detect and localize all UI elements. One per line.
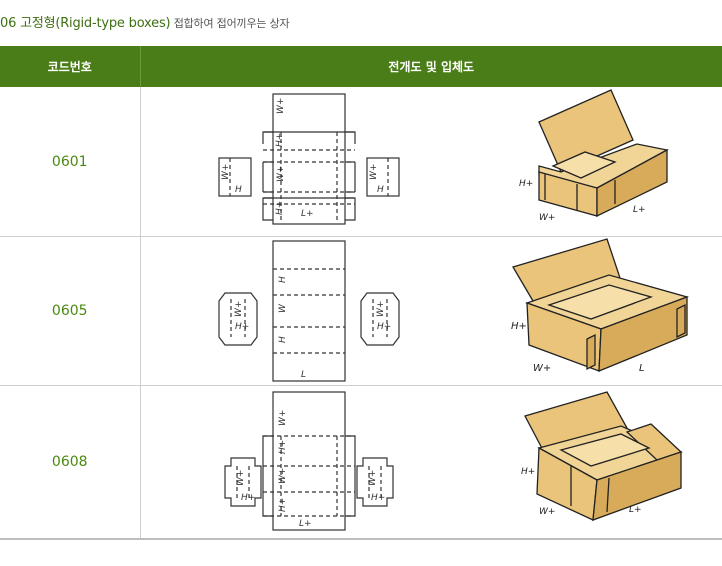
flat-labels: W+ H+ W+ H+ L+ W+ H+ W+ H+: [236, 410, 385, 529]
code-cell: 0601: [0, 87, 141, 237]
code-cell: 0608: [0, 385, 141, 540]
box-3d-labels: H+ W+ L+: [521, 467, 642, 517]
section-title-main: 06 고정형(Rigid-type boxes): [0, 16, 171, 31]
label-l: L+: [301, 209, 314, 219]
flat-layout: [223, 391, 394, 531]
label-h: H+: [511, 321, 527, 332]
flat-layout: [217, 92, 400, 225]
box-diagram-0605: H W H L W+ H+ W+ H+: [217, 238, 689, 382]
label-w: W+: [369, 163, 379, 179]
label-h: H+: [275, 200, 285, 214]
label-w: W+: [368, 470, 378, 486]
box-diagram-0608: W+ H+ W+ H+ L+ W+ H+ W+ H+: [223, 391, 683, 531]
label-w-short: W: [278, 303, 288, 313]
box-3d: [537, 88, 669, 217]
label-w: W+: [236, 470, 246, 486]
label-h: H+: [521, 467, 535, 477]
label-h: H+: [278, 440, 288, 454]
box-type-table: 코드번호 전개도 및 입체도 0601: [0, 46, 722, 540]
label-h: H+: [519, 179, 533, 189]
label-w: W+: [278, 410, 288, 426]
flat-labels: H W H L W+ H+ W+ H+: [234, 276, 391, 380]
label-h: H+: [241, 493, 255, 503]
label-l: L+: [629, 505, 642, 515]
label-h: H+: [377, 322, 391, 332]
label-w: W+: [539, 507, 555, 517]
label-l-short: L: [301, 370, 306, 380]
label-w: W+: [276, 165, 286, 181]
diagram-cell: W+ H+ W+ H+ L+ W+ H W+ H: [140, 87, 722, 237]
label-l: L+: [633, 205, 646, 215]
label-h-short: H: [235, 185, 242, 195]
label-w: W+: [221, 163, 231, 179]
flat-layout: [217, 240, 400, 382]
label-l-short: L: [639, 363, 645, 374]
diagram-cell: H W H L W+ H+ W+ H+: [140, 236, 722, 386]
header-diagram: 전개도 및 입체도: [140, 46, 722, 87]
box-3d-labels: H+ W+ L+: [519, 179, 646, 223]
label-w: W+: [234, 301, 244, 317]
label-w: W+: [539, 213, 555, 223]
label-h: H+: [371, 493, 385, 503]
code-cell: 0605: [0, 236, 141, 386]
section-title-suffix: 접합하여 접어끼우는 상자: [170, 17, 290, 30]
flat-labels: W+ H+ W+ H+ L+ W+ H W+ H: [221, 97, 384, 218]
header-code: 코드번호: [0, 46, 141, 87]
box-diagram-0601: W+ H+ W+ H+ L+ W+ H W+ H: [217, 88, 669, 225]
box-3d-labels: H+ W+ L: [511, 321, 645, 374]
section-title: 06 고정형(Rigid-type boxes) 접합하여 접어끼우는 상자: [0, 12, 290, 31]
table-row: 0608: [0, 385, 722, 540]
label-w: W+: [376, 301, 386, 317]
label-h: H+: [235, 322, 249, 332]
label-l: L+: [299, 519, 312, 529]
label-w: W+: [278, 468, 288, 484]
box-3d: [523, 391, 683, 521]
label-h: H+: [275, 132, 285, 146]
table-row: 0601: [0, 87, 722, 237]
label-w: W+: [276, 97, 286, 113]
diagram-cell: W+ H+ W+ H+ L+ W+ H+ W+ H+: [140, 385, 722, 540]
box-3d: [511, 238, 689, 372]
label-h-short: H: [278, 276, 288, 283]
table-row: 0605: [0, 236, 722, 386]
label-h-short: H: [278, 336, 288, 343]
label-w: W+: [533, 363, 551, 374]
label-h: H+: [278, 498, 288, 512]
table-header-row: 코드번호 전개도 및 입체도: [0, 46, 722, 87]
label-h-short: H: [377, 185, 384, 195]
